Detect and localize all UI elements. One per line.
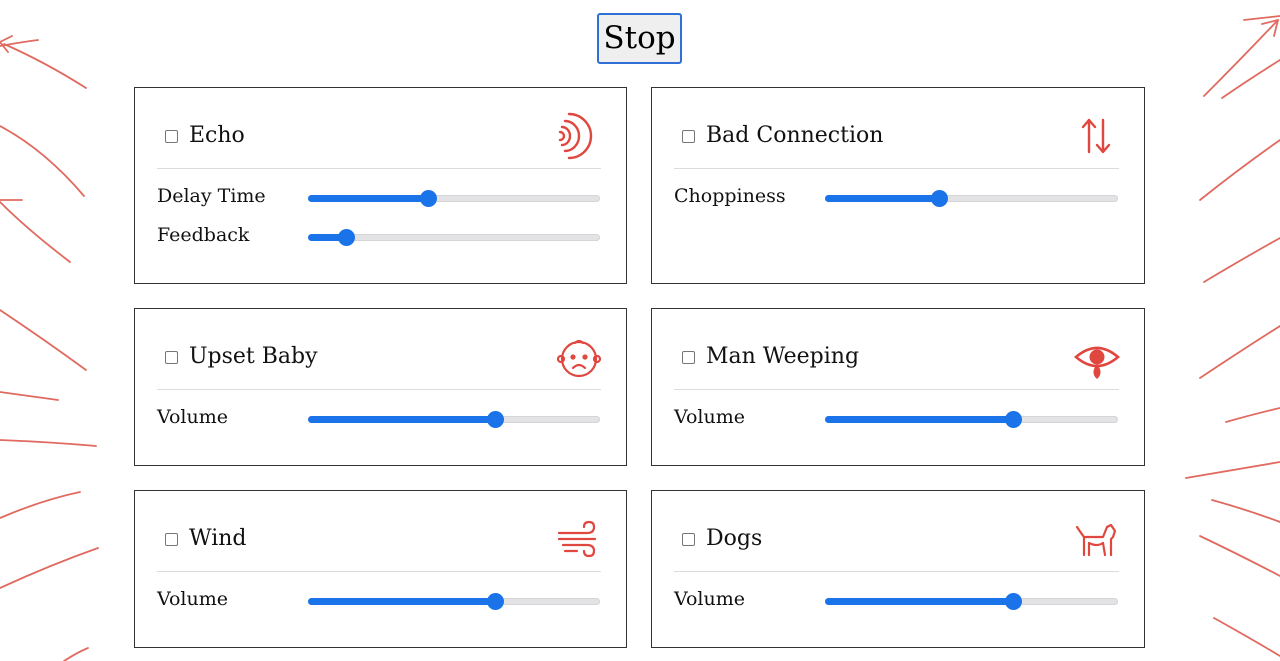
slider[interactable] <box>308 593 600 610</box>
slider-fill <box>308 416 495 423</box>
control-label: Volume <box>157 588 228 610</box>
effect-enable-checkbox[interactable] <box>682 130 695 143</box>
slider[interactable] <box>825 411 1118 428</box>
echo-waves-icon <box>557 110 601 162</box>
control-row: Delay Time <box>157 182 600 210</box>
slider-fill <box>825 416 1013 423</box>
slider-thumb[interactable] <box>486 593 504 610</box>
control-label: Volume <box>674 588 745 610</box>
slider-fill <box>308 195 428 202</box>
slider[interactable] <box>308 229 600 246</box>
card-title: Upset Baby <box>189 344 318 369</box>
slider-thumb[interactable] <box>337 229 355 246</box>
card-title: Dogs <box>706 526 763 551</box>
card-title: Echo <box>189 123 245 148</box>
card-header: Wind <box>157 491 601 572</box>
slider-thumb[interactable] <box>931 190 949 207</box>
control-label: Delay Time <box>157 185 266 207</box>
effect-enable-checkbox[interactable] <box>165 533 178 546</box>
control-row: Volume <box>674 403 1118 431</box>
slider[interactable] <box>308 411 600 428</box>
card-header: Upset Baby <box>157 309 602 390</box>
slider-thumb[interactable] <box>1004 411 1022 428</box>
baby-face-icon <box>556 331 602 383</box>
control-label: Volume <box>157 406 228 428</box>
card-header: Bad Connection <box>674 88 1119 169</box>
card-title: Bad Connection <box>706 123 884 148</box>
card-header: Man Weeping <box>674 309 1120 390</box>
slider-thumb[interactable] <box>419 190 437 207</box>
slider-thumb[interactable] <box>486 411 504 428</box>
effect-enable-checkbox[interactable] <box>682 351 695 364</box>
slider-fill <box>825 598 1013 605</box>
control-row: Volume <box>157 585 600 613</box>
slider-fill <box>308 598 495 605</box>
control-label: Volume <box>674 406 745 428</box>
control-label: Feedback <box>157 224 250 246</box>
control-row: Choppiness <box>674 182 1118 210</box>
slider-fill <box>308 234 346 241</box>
slider[interactable] <box>825 593 1118 610</box>
card-header: Dogs <box>674 491 1119 572</box>
effect-enable-checkbox[interactable] <box>682 533 695 546</box>
slider[interactable] <box>308 190 600 207</box>
control-row: Volume <box>157 403 600 431</box>
control-row: Volume <box>674 585 1118 613</box>
slider-thumb[interactable] <box>1004 593 1022 610</box>
slider-fill <box>825 195 940 202</box>
wind-icon <box>557 513 601 565</box>
card-header: Echo <box>157 88 601 169</box>
effect-enable-checkbox[interactable] <box>165 351 178 364</box>
dog-icon <box>1075 513 1119 565</box>
control-row: Feedback <box>157 221 600 249</box>
control-label: Choppiness <box>674 185 786 207</box>
card-title: Man Weeping <box>706 344 860 369</box>
stop-button[interactable]: Stop <box>597 13 682 64</box>
up-down-arrows-icon <box>1075 110 1119 162</box>
effect-enable-checkbox[interactable] <box>165 130 178 143</box>
weeping-eye-icon <box>1074 331 1120 383</box>
card-title: Wind <box>189 526 247 551</box>
slider[interactable] <box>825 190 1118 207</box>
